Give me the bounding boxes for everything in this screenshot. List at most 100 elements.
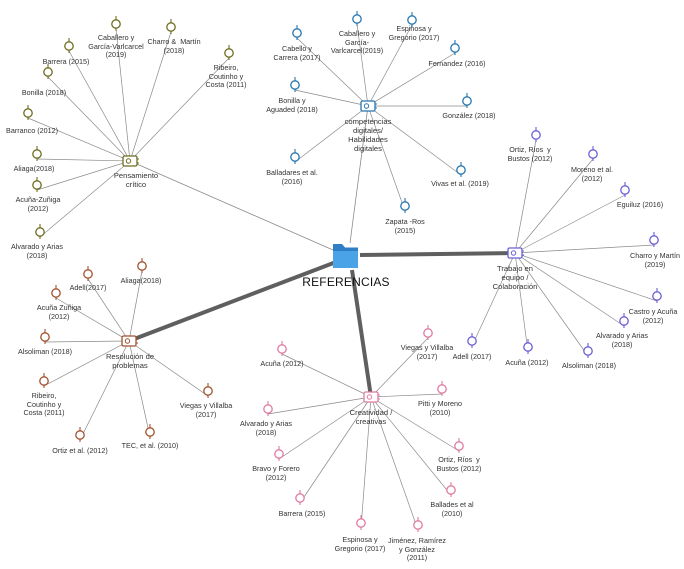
pin-icon[interactable] [531,127,541,142]
pin-icon[interactable] [295,490,305,505]
edge-pensamiento-1 [115,28,131,162]
pin-icon[interactable] [652,288,662,303]
pin-icon[interactable] [23,105,33,120]
edge-pensamiento-3 [129,57,230,162]
pin-icon[interactable] [437,381,447,396]
pin-icon[interactable] [446,482,456,497]
folder-icon[interactable] [333,244,358,268]
pin-icon[interactable] [145,424,155,439]
pin-icon[interactable] [356,515,366,530]
edge-trabajo-8 [471,252,516,347]
leaf-label-pensamiento: Barrera (2015) [42,57,90,66]
topic-node-icon[interactable] [360,100,377,112]
leaf-label-pensamiento: Charro & Martín (2018) [147,37,201,55]
leaf-label-resolucion: Ribeiro, Coutinho y Costa (2011) [23,391,65,418]
pin-icon[interactable] [619,313,629,328]
topic-node-icon[interactable] [363,391,380,403]
pin-icon[interactable] [352,11,362,26]
pin-icon[interactable] [456,162,466,177]
pin-icon[interactable] [32,177,42,192]
leaf-label-trabajo: Alvarado y Arias (2018) [596,331,648,349]
leaf-label-trabajo: Charro y Martín (2019) [630,251,680,269]
leaf-label-creatividad: Barrera (2015) [278,509,326,518]
leaf-label-trabajo: Eguiluz (2016) [616,200,664,209]
edge-competencias-3 [367,52,456,107]
pin-icon[interactable] [40,329,50,344]
leaf-label-creatividad: Alvarado y Arias (2018) [240,419,292,437]
leaf-label-creatividad: Espinosa y Gregorio (2017) [334,535,386,553]
leaf-label-competencias: Fernandez (2016) [428,59,486,68]
pin-icon[interactable] [400,198,410,213]
pin-icon[interactable] [649,232,659,247]
leaf-label-competencias: González (2018) [442,111,496,120]
pin-icon[interactable] [75,427,85,442]
leaf-label-pensamiento: Ribeiro, Coutinho y Costa (2011) [205,63,247,90]
pin-icon[interactable] [35,224,45,239]
edge-creatividad-1 [370,337,429,398]
pin-icon[interactable] [454,438,464,453]
pin-icon[interactable] [32,146,42,161]
edge-creatividad-4 [278,396,372,460]
pin-icon[interactable] [166,19,176,34]
edge-resolucion-5 [79,340,130,441]
topic-node-icon[interactable] [122,155,139,167]
leaf-label-resolucion: Viegas y Villalba (2017) [179,401,233,419]
leaf-label-trabajo: Adell (2017) [452,352,492,361]
topic-node-icon[interactable] [121,335,138,347]
pin-icon[interactable] [51,285,61,300]
pin-icon[interactable] [467,333,477,348]
pin-icon[interactable] [263,401,273,416]
edge-creatividad-8 [360,396,372,529]
leaf-label-pensamiento: Bonilla (2018) [21,88,67,97]
pin-icon[interactable] [203,383,213,398]
edge-resolucion-3 [44,340,130,343]
leaf-label-resolucion: Aliaga(2018) [120,276,162,285]
branch-label-resolucion: Resolución de problemas [105,352,155,370]
leaf-label-creatividad: Viegas y Villalba (2017) [400,343,454,361]
pin-icon[interactable] [407,12,417,27]
edge-competencias-4 [294,89,369,107]
edge-creatividad-2 [267,396,372,415]
leaf-label-pensamiento: Alvarado y Arias (2018) [11,242,63,260]
pin-icon[interactable] [583,343,593,358]
leaf-label-pensamiento: Barranco (2012) [6,126,58,135]
pin-icon[interactable] [64,38,74,53]
leaf-label-creatividad: Pitti y Moreno (2010) [418,399,462,417]
leaf-label-creatividad: Acuña (2012) [260,359,304,368]
pin-icon[interactable] [290,149,300,164]
pin-icon[interactable] [620,182,630,197]
pin-icon[interactable] [277,341,287,356]
edge-resolucion-0 [87,278,130,342]
pin-icon[interactable] [292,25,302,40]
pin-icon[interactable] [450,40,460,55]
pin-icon[interactable] [224,45,234,60]
leaf-label-trabajo: Acuña (2012) [505,358,549,367]
pin-icon[interactable] [39,373,49,388]
pin-icon[interactable] [290,77,300,92]
edge-resolucion-6 [128,340,151,438]
leaf-label-competencias: Cabello y Carrera (2017) [273,44,321,62]
pin-icon[interactable] [83,266,93,281]
topic-node-icon[interactable] [507,247,524,259]
edge-creatividad-0 [281,353,372,398]
pin-icon[interactable] [523,339,533,354]
pin-icon[interactable] [111,16,121,31]
pin-icon[interactable] [274,446,284,461]
pin-icon[interactable] [423,325,433,340]
pin-icon[interactable] [588,146,598,161]
edge-resolucion-2 [55,297,130,342]
pin-icon[interactable] [43,64,53,79]
leaf-label-trabajo: Castro y Acuña (2012) [628,307,678,325]
edge-trabajo-5 [514,252,625,327]
edge-pensamiento-5 [27,117,131,162]
pin-icon[interactable] [413,517,423,532]
edge-root-creatividad [350,269,373,398]
edge-competencias-8 [367,105,406,212]
edge-trabajo-7 [514,252,529,353]
pin-icon[interactable] [462,93,472,108]
pin-icon[interactable] [137,258,147,273]
edge-root-trabajo [359,251,516,257]
edge-root-pensamiento [129,160,334,251]
edge-resolucion-7 [128,340,209,397]
